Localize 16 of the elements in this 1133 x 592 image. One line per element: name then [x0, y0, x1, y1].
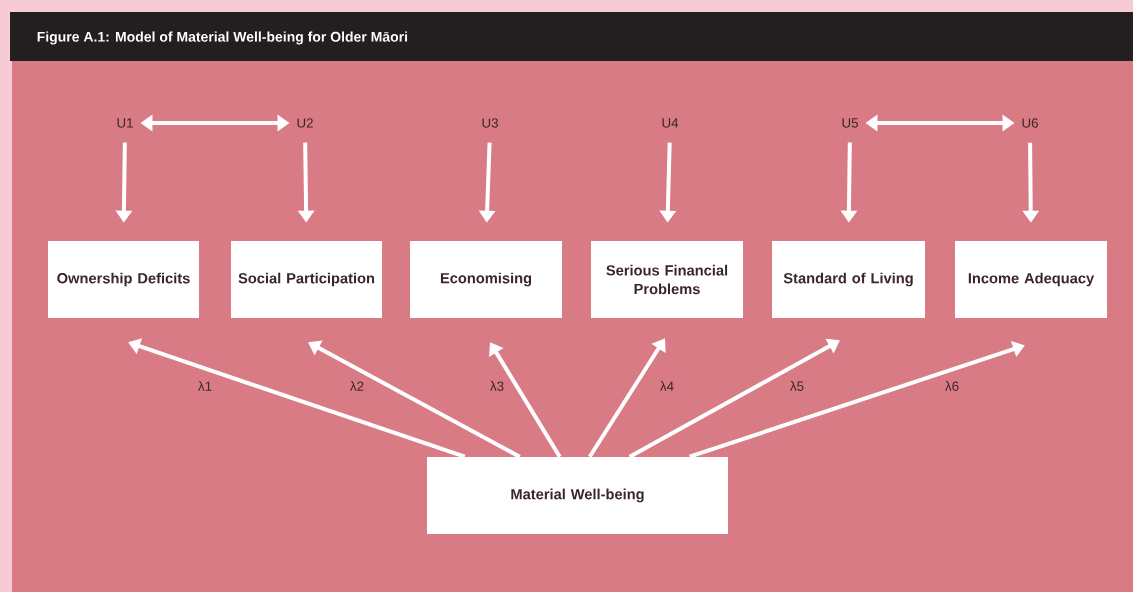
- title-bar: Figure A.1: Model of Material Well-being for Older Māori: [10, 12, 1133, 61]
- text-box: Material Well-being: [427, 457, 728, 534]
- text-box: Economising: [410, 241, 562, 318]
- text-box: Ownership Deficits: [48, 241, 199, 318]
- variable-label: U1: [117, 118, 133, 128]
- variable-label: U6: [1022, 118, 1038, 128]
- text-box: Standard of Living: [772, 241, 925, 318]
- variable-label: U5: [842, 118, 858, 128]
- arrow: [628, 338, 840, 459]
- text-box: Serious Financial Problems: [591, 241, 743, 318]
- variable-label: U4: [662, 118, 679, 128]
- text-box: Income Adequacy: [955, 241, 1107, 318]
- text-box: Social Participation: [231, 241, 382, 318]
- variable-label: U2: [297, 118, 313, 128]
- arrow: [308, 340, 521, 459]
- variable-label: U3: [482, 118, 498, 128]
